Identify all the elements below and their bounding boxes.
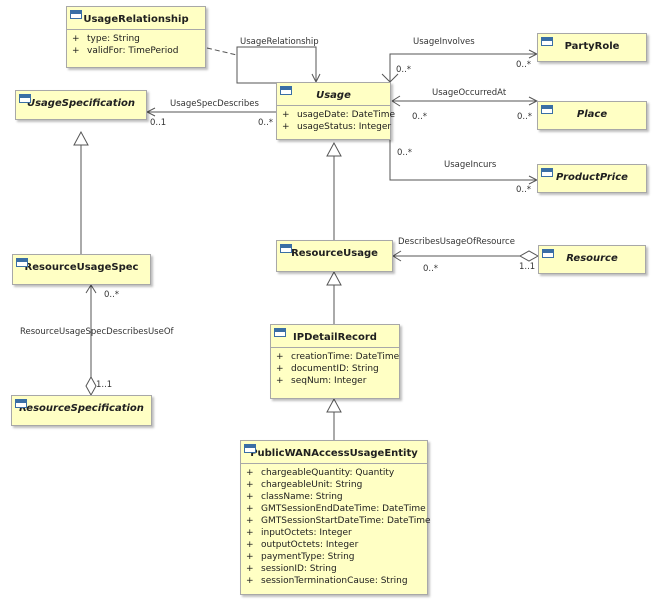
attribute: +creationTime: DateTime — [276, 352, 400, 362]
class-name: Resource — [566, 253, 618, 264]
multiplicity: 0..* — [517, 112, 533, 122]
class-icon — [16, 258, 28, 267]
class-icon — [19, 94, 31, 103]
class-place[interactable]: Place — [537, 101, 647, 130]
multiplicity: 0..* — [104, 290, 120, 300]
assoc-label-describes-usage-of-resource: DescribesUsageOfResource — [398, 237, 515, 247]
class-party-role[interactable]: PartyRole — [537, 33, 647, 62]
assoc-label-usage-involves: UsageInvolves — [413, 37, 475, 47]
multiplicity: 1..1 — [519, 262, 536, 272]
assoc-label-usage-incurs: UsageIncurs — [444, 160, 497, 170]
multiplicity: 0..* — [258, 118, 274, 128]
class-icon — [274, 328, 286, 337]
class-name: ProductPrice — [556, 172, 628, 183]
assoc-label-usage-relationship: UsageRelationship — [240, 37, 319, 47]
multiplicity: 0..* — [397, 148, 413, 158]
class-icon — [280, 86, 292, 95]
multiplicity: 1..1 — [96, 380, 113, 390]
multiplicity: 0..* — [516, 60, 532, 70]
class-name: Place — [576, 109, 608, 120]
attribute: +documentID: String — [276, 364, 379, 374]
assoc-label-usage-occurred-at: UsageOccurredAt — [432, 88, 507, 98]
attribute: +type: String — [72, 34, 140, 44]
attribute: +chargeableQuantity: Quantity — [246, 468, 395, 478]
multiplicity: 0..1 — [150, 118, 167, 128]
class-product-price[interactable]: ProductPrice — [537, 164, 647, 193]
attribute: +sessionTerminationCause: String — [246, 576, 408, 586]
class-public-wan-access-usage-entity[interactable]: PublicWANAccessUsageEntity +chargeableQu… — [240, 440, 431, 595]
assoc-label-usage-spec-describes: UsageSpecDescribes — [170, 99, 259, 109]
class-usage-relationship[interactable]: UsageRelationship +type: String +validFo… — [66, 6, 206, 68]
class-resource[interactable]: Resource — [538, 245, 646, 274]
multiplicity: 0..* — [423, 264, 439, 274]
class-name: IPDetailRecord — [293, 332, 377, 343]
class-name: PublicWANAccessUsageEntity — [250, 448, 418, 459]
attribute: +className: String — [246, 492, 343, 502]
class-name: UsageRelationship — [83, 14, 189, 25]
class-icon — [541, 105, 553, 114]
usage-relationship-loop — [236, 46, 316, 84]
attribute: +outputOctets: Integer — [246, 540, 359, 550]
class-icon — [244, 444, 256, 453]
attribute: +usageStatus: Integer — [282, 122, 392, 132]
attribute: +validFor: TimePeriod — [72, 46, 179, 56]
attribute: +paymentType: String — [246, 552, 355, 562]
class-resource-usage[interactable]: ResourceUsage — [276, 240, 393, 272]
assoc-label-rus-describes-use-of: ResourceUsageSpecDescribesUseOf — [20, 327, 174, 337]
class-name: ResourceUsageSpec — [24, 262, 139, 273]
association-class-link — [206, 47, 238, 56]
class-icon — [15, 399, 27, 408]
usage-incurs-line — [389, 140, 537, 180]
attribute: +chargeableUnit: String — [246, 480, 363, 490]
class-usage[interactable]: Usage +usageDate: DateTime +usageStatus:… — [276, 82, 396, 140]
class-icon — [542, 249, 554, 258]
attribute: +sessionID: String — [246, 564, 337, 574]
attribute: +GMTSessionEndDateTime: DateTime — [246, 504, 426, 514]
attribute: +usageDate: DateTime — [282, 110, 396, 120]
class-ip-detail-record[interactable]: IPDetailRecord +creationTime: DateTime +… — [270, 324, 400, 399]
class-name: UsageSpecification — [26, 98, 135, 109]
attribute: +GMTSessionStartDateTime: DateTime — [246, 516, 431, 526]
class-name: ResourceSpecification — [19, 403, 144, 414]
class-resource-specification[interactable]: ResourceSpecification — [11, 395, 152, 426]
class-icon — [280, 244, 292, 253]
multiplicity: 0..* — [412, 112, 428, 122]
class-usage-specification[interactable]: UsageSpecification — [15, 90, 147, 120]
usage-involves-line — [389, 54, 537, 82]
attribute: +seqNum: Integer — [276, 376, 367, 386]
multiplicity: 0..* — [516, 185, 532, 195]
class-icon — [541, 168, 553, 177]
class-icon — [70, 10, 82, 19]
class-resource-usage-spec[interactable]: ResourceUsageSpec — [12, 254, 151, 285]
attribute: +inputOctets: Integer — [246, 528, 352, 538]
class-icon — [541, 37, 553, 46]
class-name: PartyRole — [564, 41, 620, 52]
class-name: ResourceUsage — [291, 248, 378, 259]
class-name: Usage — [316, 90, 351, 101]
multiplicity: 0..* — [396, 65, 412, 75]
